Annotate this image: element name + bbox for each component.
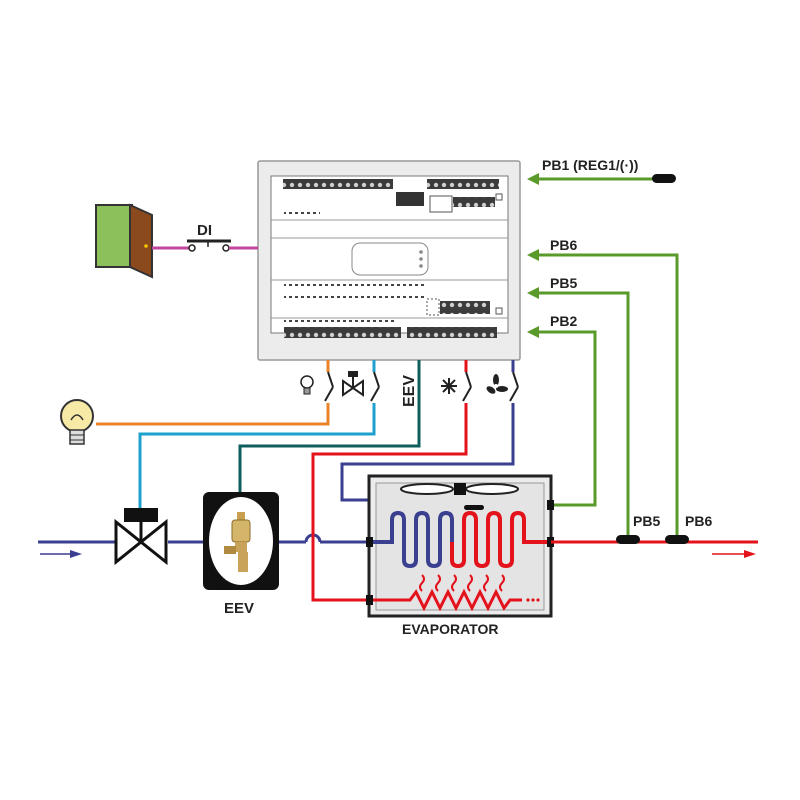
probe-wires xyxy=(536,177,679,540)
coil-outlet xyxy=(450,510,551,569)
solenoid-wire xyxy=(138,403,376,516)
coil-inlet xyxy=(372,510,454,569)
light-bulb-icon xyxy=(300,375,314,395)
temperature-probe-icon xyxy=(652,174,676,183)
digital-input-switch xyxy=(152,239,258,252)
light-wire xyxy=(96,403,330,426)
defrost-wire xyxy=(311,403,468,531)
light-bulb-icon xyxy=(60,399,94,445)
eev-wire xyxy=(238,360,421,493)
pb6-pipe-label: PB6 xyxy=(685,513,712,529)
wireless-icon: · xyxy=(624,157,629,173)
solenoid-valve xyxy=(114,508,168,566)
evaporator-fan-icon xyxy=(400,483,519,495)
pb2-label: PB2 xyxy=(550,313,577,329)
temperature-probe-icon xyxy=(665,535,689,544)
pb5-label: PB5 xyxy=(550,275,577,291)
defrost-heater xyxy=(372,588,522,612)
pb1-label-tail: )) xyxy=(629,157,638,173)
defrost-icon xyxy=(441,378,457,394)
evaporator-label: EVAPORATOR xyxy=(402,621,498,637)
eev-vertical-label: EEV xyxy=(401,375,418,407)
temperature-probe-icon xyxy=(616,535,640,544)
controller xyxy=(257,160,521,361)
display-window xyxy=(351,242,429,276)
probe-arrows xyxy=(527,173,539,338)
terminal-block xyxy=(453,197,495,207)
door-icon xyxy=(95,203,153,279)
copy-card-connector xyxy=(396,192,424,206)
heat-waves xyxy=(419,574,505,592)
relay-switches xyxy=(324,371,519,402)
pb5-pipe-label: PB5 xyxy=(633,513,660,529)
temperature-probe-icon xyxy=(464,505,484,510)
flow-arrow-in xyxy=(70,550,82,558)
electronic-expansion-valve-icon xyxy=(203,492,279,590)
pb1-label: PB1 (REG1/( xyxy=(542,157,625,173)
evaporator xyxy=(366,474,554,618)
pb6-label: PB6 xyxy=(550,237,577,253)
terminal-block xyxy=(427,179,499,189)
eev-label: EEV xyxy=(224,600,254,617)
terminal-block xyxy=(284,327,401,338)
terminal-block xyxy=(407,327,497,338)
svg-text:PB1 (REG1/(·)): PB1 (REG1/(·)) xyxy=(542,157,638,173)
terminal-block xyxy=(283,179,393,189)
di-label: DI xyxy=(197,222,212,239)
solenoid-valve-icon xyxy=(342,371,364,397)
terminal-block xyxy=(440,301,490,314)
flow-arrow-out xyxy=(744,550,756,558)
liquid-line xyxy=(38,533,370,544)
fan-icon xyxy=(486,374,508,394)
